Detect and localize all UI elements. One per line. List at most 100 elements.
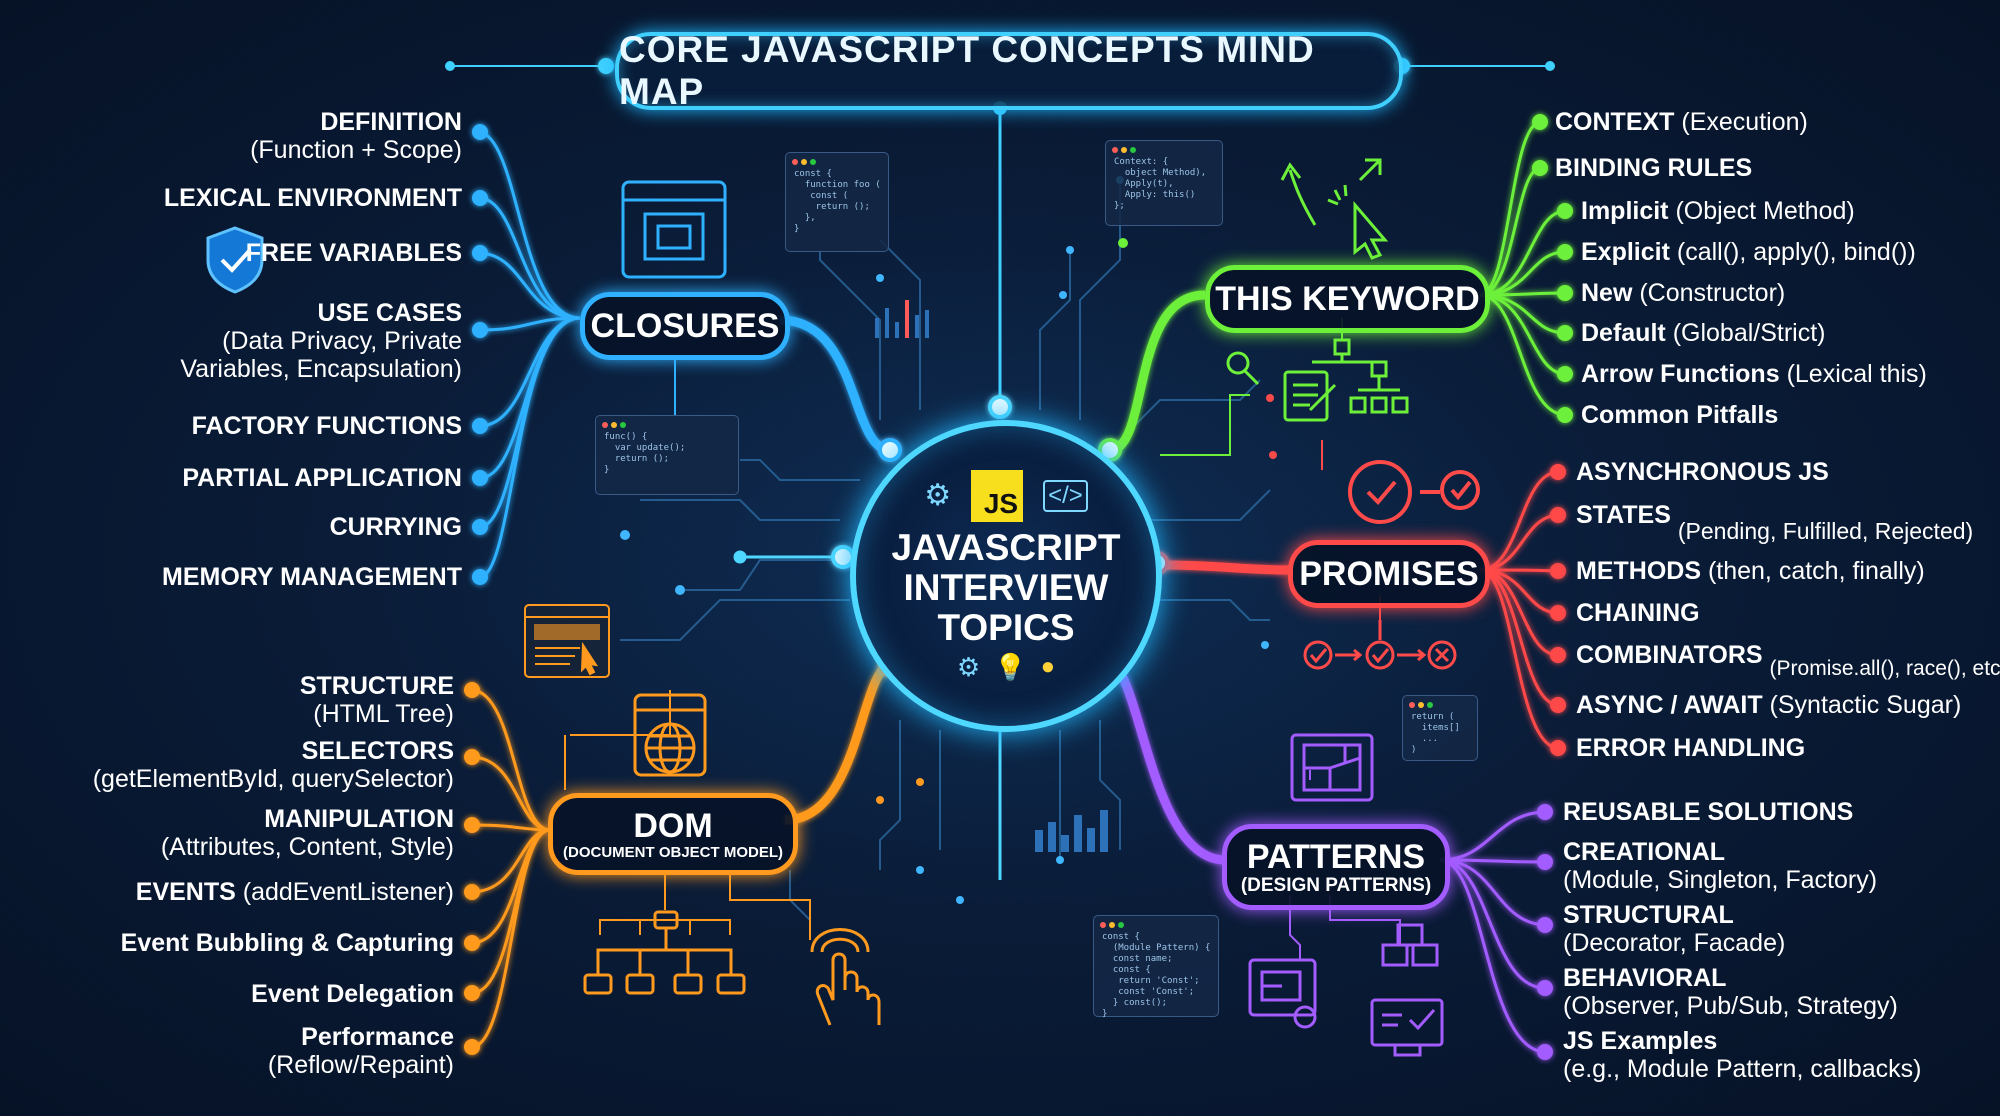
item-sub: (Data Privacy, Private [222,327,462,355]
code-window: Context: { object Method), Apply(t), App… [1105,140,1223,226]
dom-item-manipulation: MANIPULATION(Attributes, Content, Style) [161,805,454,861]
item-title: METHODS [1576,557,1701,585]
item-title: Performance [301,1023,454,1051]
item-title: Arrow Functions [1581,360,1780,388]
item-title: CONTEXT [1555,108,1675,136]
timer-icon [1348,460,1480,524]
promises-item-async-await: ASYNC / AWAIT (Syntactic Sugar) [1576,691,1961,719]
code-window: return ( items[] ... ) [1402,695,1478,761]
this-item-context: CONTEXT (Execution) [1555,108,1808,136]
bar-chart-icon [875,300,929,338]
hub-patterns-sublabel: (DESIGN PATTERNS) [1240,874,1432,896]
hub-dom-label: DOM [633,806,713,845]
center-line-3: TOPICS [937,606,1075,648]
magnifier-icon [1226,351,1260,386]
code-text: const { (Module Pattern) { const name; c… [1102,932,1211,1019]
patterns-item-structural: STRUCTURAL(Decorator, Facade) [1563,901,1785,957]
document-tree-icon [1283,338,1409,422]
item-title: ASYNCHRONOUS JS [1576,458,1829,486]
code-text: func() { var update(); return (); } [604,432,686,475]
gear-icon: ⚙ [924,479,952,512]
closures-item-definition: DEFINITION (Function + Scope) [250,108,462,164]
hub-promises-label: PROMISES [1299,555,1479,593]
page-title: CORE JAVASCRIPT CONCEPTS MIND MAP [615,29,1403,112]
code-text: return ( items[] ... ) [1411,712,1460,755]
item-title: BEHAVIORAL [1563,964,1727,992]
promises-item-states: STATES (Pending, Fulfilled, Rejected) [1576,501,1973,544]
hub-closures-label: CLOSURES [590,307,780,345]
item-title: MANIPULATION [264,805,454,833]
closures-item-lexical: LEXICAL ENVIRONMENT [164,184,462,212]
code-window: const { function foo ( const ( return ()… [785,152,889,252]
bulb-icon: ● [1040,653,1056,680]
closures-item-partial: PARTIAL APPLICATION [182,464,462,492]
hub-dom-sublabel: (DOCUMENT OBJECT MODEL) [563,843,783,861]
item-sub: (HTML Tree) [313,700,454,728]
item-sub: (Module, Singleton, Factory) [1563,866,1878,894]
item-title: EVENTS [135,878,236,906]
this-item-new: New (Constructor) [1581,279,1785,307]
item-sub: (Reflow/Repaint) [267,1051,454,1079]
promises-item-chaining: CHAINING [1576,599,1700,627]
code-tag-icon: </> [1043,479,1088,512]
this-item-binding-rules: BINDING RULES [1555,154,1752,182]
item-sub: (Observer, Pub/Sub, Strategy) [1563,992,1898,1020]
promises-item-combinators: COMBINATORS (Promise.all(), race(), etc.… [1576,641,2000,680]
item-sub: (Syntactic Sugar) [1769,691,1962,719]
this-item-default: Default (Global/Strict) [1581,319,1826,347]
hand-tap-icon [810,928,881,1026]
closures-item-free-vars: FREE VARIABLES [246,239,462,267]
item-title: Common Pitfalls [1581,401,1779,429]
item-title: CHAINING [1576,599,1700,627]
center-icons-bottom: ⚙ 💡 ● [957,652,1055,683]
hub-patterns[interactable]: PATTERNS (DESIGN PATTERNS) [1222,824,1450,910]
center-line-1: JAVASCRIPT [891,526,1121,568]
item-title: DEFINITION [320,108,462,136]
code-window: func() { var update(); return (); } [595,415,739,495]
item-title: FREE VARIABLES [245,239,462,267]
promises-item-error-handling: ERROR HANDLING [1576,734,1805,762]
item-title: PARTIAL APPLICATION [182,464,462,492]
js-logo: JS [971,469,1024,522]
item-sub: (Function + Scope) [250,136,462,164]
hub-promises[interactable]: PROMISES [1288,540,1490,608]
item-sub: (Object Method) [1675,197,1855,225]
this-item-explicit: Explicit (call(), apply(), bind()) [1581,238,1916,266]
item-title: Event Bubbling & Capturing [120,929,454,957]
item-sub: (Global/Strict) [1672,319,1826,347]
globe-icon [633,693,707,777]
item-title: ERROR HANDLING [1576,734,1806,762]
patterns-item-js-examples: JS Examples(e.g., Module Pattern, callba… [1563,1027,1922,1083]
item-sub: (Decorator, Facade) [1563,929,1786,957]
code-text: Context: { object Method), Apply(t), App… [1114,157,1207,211]
this-item-implicit: Implicit (Object Method) [1581,197,1855,225]
patterns-item-reusable: REUSABLE SOLUTIONS [1563,798,1853,826]
dom-item-bubbling: Event Bubbling & Capturing [121,929,454,957]
hub-this-keyword[interactable]: THIS KEYWORD [1205,265,1490,333]
item-title: USE CASES [317,299,462,327]
item-sub: (Promise.all(), race(), etc.) [1769,657,2000,680]
hub-dom[interactable]: DOM (DOCUMENT OBJECT MODEL) [548,793,798,875]
dom-item-delegation: Event Delegation [251,980,454,1008]
promises-item-async: ASYNCHRONOUS JS [1576,458,1829,486]
item-sub: (call(), apply(), bind()) [1676,238,1916,266]
item-title: Default [1581,319,1666,347]
item-sub: (e.g., Module Pattern, callbacks) [1563,1055,1922,1083]
item-sub: (then, catch, finally) [1707,557,1925,585]
item-title: Event Delegation [251,980,454,1008]
closures-item-use-cases: USE CASES (Data Privacy, Private Variabl… [180,299,462,383]
patterns-item-behavioral: BEHAVIORAL(Observer, Pub/Sub, Strategy) [1563,964,1898,1020]
closures-item-currying: CURRYING [330,513,462,541]
hub-closures[interactable]: CLOSURES [580,292,790,360]
item-title: FACTORY FUNCTIONS [191,412,462,440]
promise-chain-icon [1303,620,1457,670]
this-item-arrow: Arrow Functions (Lexical this) [1581,360,1927,388]
item-sub: (Lexical this) [1786,360,1927,388]
item-title: JS Examples [1563,1027,1718,1055]
item-title: Implicit [1581,197,1669,225]
bar-chart-icon-2 [1035,810,1108,852]
patterns-item-creational: CREATIONAL(Module, Singleton, Factory) [1563,838,1877,894]
item-title: MEMORY MANAGEMENT [162,563,462,591]
item-sub: (Execution) [1681,108,1808,136]
this-item-pitfalls: Common Pitfalls [1581,401,1778,429]
